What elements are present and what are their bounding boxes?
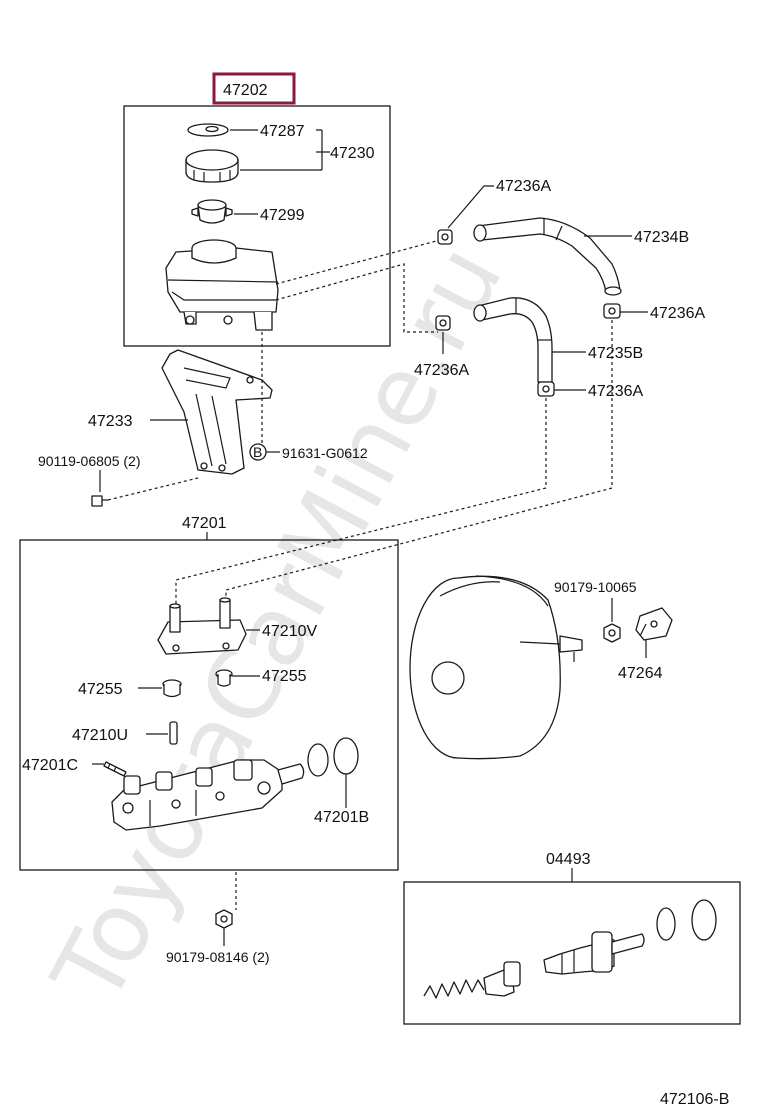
- grommet-icon: [215, 669, 233, 687]
- clamp-icon: [435, 315, 451, 331]
- label-47210U[interactable]: 47210U: [72, 727, 128, 744]
- strainer-icon: [191, 199, 233, 224]
- label-47201C[interactable]: 47201C: [22, 757, 78, 774]
- label-47236A-right[interactable]: 47236A: [650, 305, 705, 322]
- kit-o-ring-icon: [656, 899, 717, 941]
- label-47202[interactable]: 47202: [223, 82, 268, 99]
- label-90119-06805[interactable]: 90119-06805 (2): [38, 453, 140, 469]
- master-cylinder-group-box: [19, 539, 399, 871]
- clamp-icon: [603, 303, 621, 319]
- label-47230[interactable]: 47230: [330, 145, 375, 162]
- o-ring-icon: [307, 737, 359, 777]
- hose-lower-icon: [473, 297, 553, 383]
- pin-icon: [169, 721, 178, 745]
- master-cylinder-body-icon: [111, 759, 305, 831]
- grommet-icon: [162, 679, 182, 698]
- piston-spring-icon: [423, 961, 521, 999]
- label-04493[interactable]: 04493: [546, 851, 591, 868]
- reservoir-tank-icon: [165, 239, 279, 331]
- label-47236A-left[interactable]: 47236A: [414, 362, 469, 379]
- label-90179-08146[interactable]: 90179-08146 (2): [166, 949, 270, 965]
- nut-icon: [215, 909, 233, 929]
- clamp-icon: [437, 229, 453, 245]
- spring-pin-icon: [103, 761, 127, 777]
- label-47299[interactable]: 47299: [260, 207, 305, 224]
- diagram-code: 472106-B: [660, 1091, 729, 1108]
- seal-47287-icon: [187, 123, 229, 137]
- label-47201[interactable]: 47201: [182, 515, 227, 532]
- label-47287[interactable]: 47287: [260, 123, 305, 140]
- label-47201B[interactable]: 47201B: [314, 809, 369, 826]
- label-90179-10065[interactable]: 90179-10065: [554, 579, 637, 595]
- clevis-icon: [635, 607, 673, 641]
- nut-icon: [603, 623, 621, 643]
- label-91631-G0612[interactable]: 91631-G0612: [282, 445, 368, 461]
- label-47264[interactable]: 47264: [618, 665, 663, 682]
- bracket-icon: [161, 349, 273, 475]
- clamp-icon: [537, 381, 555, 397]
- brake-booster-icon: [409, 575, 583, 760]
- cap-icon: [185, 149, 239, 183]
- label-47233[interactable]: 47233: [88, 413, 133, 430]
- label-47236A-top[interactable]: 47236A: [496, 178, 551, 195]
- label-47235B[interactable]: 47235B: [588, 345, 643, 362]
- label-47210V[interactable]: 47210V: [262, 623, 317, 640]
- part-47202-highlight-box[interactable]: [212, 72, 296, 105]
- callout-b-letter: B: [253, 444, 262, 460]
- label-47255-left[interactable]: 47255: [78, 681, 123, 698]
- piston-icon: [543, 931, 645, 975]
- repair-kit-group-box: [403, 881, 741, 1025]
- label-47234B[interactable]: 47234B: [634, 229, 689, 246]
- inlet-adapter-icon: [157, 597, 247, 655]
- label-47255-right[interactable]: 47255: [262, 668, 307, 685]
- label-47236A-lower[interactable]: 47236A: [588, 383, 643, 400]
- reservoir-group-box: [123, 105, 391, 347]
- bolt-icon: [91, 495, 108, 507]
